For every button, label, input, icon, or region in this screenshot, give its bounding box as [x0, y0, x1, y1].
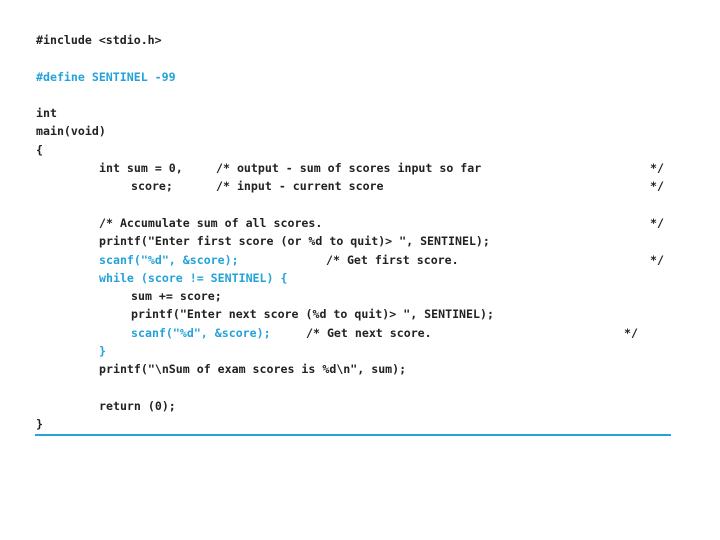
- accumulate-comment-end: */: [650, 215, 664, 230]
- scanf-next-comment-end: */: [624, 325, 638, 340]
- score-comment: /* input - current score: [216, 179, 384, 194]
- sum-comment: /* output - sum of scores input so far: [216, 161, 482, 176]
- sum-declaration: int sum = 0,: [99, 161, 183, 176]
- listing-underline-rule: [35, 434, 671, 436]
- while-close-brace: }: [99, 344, 106, 359]
- code-line-printf-sum: printf("\nSum of exam scores is %d\n", s…: [36, 360, 676, 378]
- code-line-accumulate: /* Accumulate sum of all scores. */: [36, 214, 676, 232]
- code-line-while: while (score != SENTINEL) {: [36, 269, 676, 287]
- close-brace: }: [36, 417, 43, 432]
- code-line-sum-decl: int sum = 0, /* output - sum of scores i…: [36, 159, 676, 177]
- printf-sum-output: printf("\nSum of exam scores is %d\n", s…: [99, 362, 407, 377]
- printf-next-prompt: printf("Enter next score (%d to quit)> "…: [131, 307, 494, 322]
- code-listing: #include <stdio.h> #define SENTINEL -99 …: [36, 31, 676, 434]
- open-brace: {: [36, 142, 43, 157]
- scanf-first-comment-end: */: [650, 252, 664, 267]
- code-line-return: return (0);: [36, 397, 676, 415]
- scanf-first-call: scanf("%d", &score);: [99, 252, 239, 267]
- sum-update-statement: sum += score;: [131, 289, 222, 304]
- define-directive: #define SENTINEL -99: [36, 69, 176, 84]
- code-line-include: #include <stdio.h>: [36, 31, 676, 49]
- code-line-while-close: }: [36, 342, 676, 360]
- return-statement: return (0);: [99, 398, 176, 413]
- blank-line: [36, 379, 676, 397]
- accumulate-comment: /* Accumulate sum of all scores.: [99, 215, 323, 230]
- code-line-main: main(void): [36, 122, 676, 140]
- code-line-printf-next: printf("Enter next score (%d to quit)> "…: [36, 305, 676, 323]
- code-line-printf-first: printf("Enter first score (or %d to quit…: [36, 232, 676, 250]
- blank-line: [36, 49, 676, 67]
- blank-line: [36, 86, 676, 104]
- return-type: int: [36, 106, 57, 121]
- printf-first-prompt: printf("Enter first score (or %d to quit…: [99, 234, 490, 249]
- code-line-close-brace: }: [36, 415, 676, 433]
- include-directive: #include <stdio.h>: [36, 33, 162, 47]
- code-line-sum-update: sum += score;: [36, 287, 676, 305]
- scanf-first-comment: /* Get first score.: [326, 252, 459, 267]
- code-line-open-brace: {: [36, 141, 676, 159]
- blank-line: [36, 196, 676, 214]
- score-comment-end: */: [650, 179, 664, 194]
- sum-comment-end: */: [650, 161, 664, 176]
- code-line-score-decl: score; /* input - current score */: [36, 177, 676, 195]
- code-line-define: #define SENTINEL -99: [36, 68, 676, 86]
- main-signature: main(void): [36, 124, 106, 139]
- code-line-scanf-first: scanf("%d", &score); /* Get first score.…: [36, 251, 676, 269]
- score-declaration: score;: [131, 179, 173, 194]
- code-line-int: int: [36, 104, 676, 122]
- code-line-scanf-next: scanf("%d", &score); /* Get next score. …: [36, 324, 676, 342]
- scanf-next-call: scanf("%d", &score);: [131, 325, 271, 340]
- scanf-next-comment: /* Get next score.: [306, 325, 432, 340]
- while-loop-header: while (score != SENTINEL) {: [99, 270, 288, 285]
